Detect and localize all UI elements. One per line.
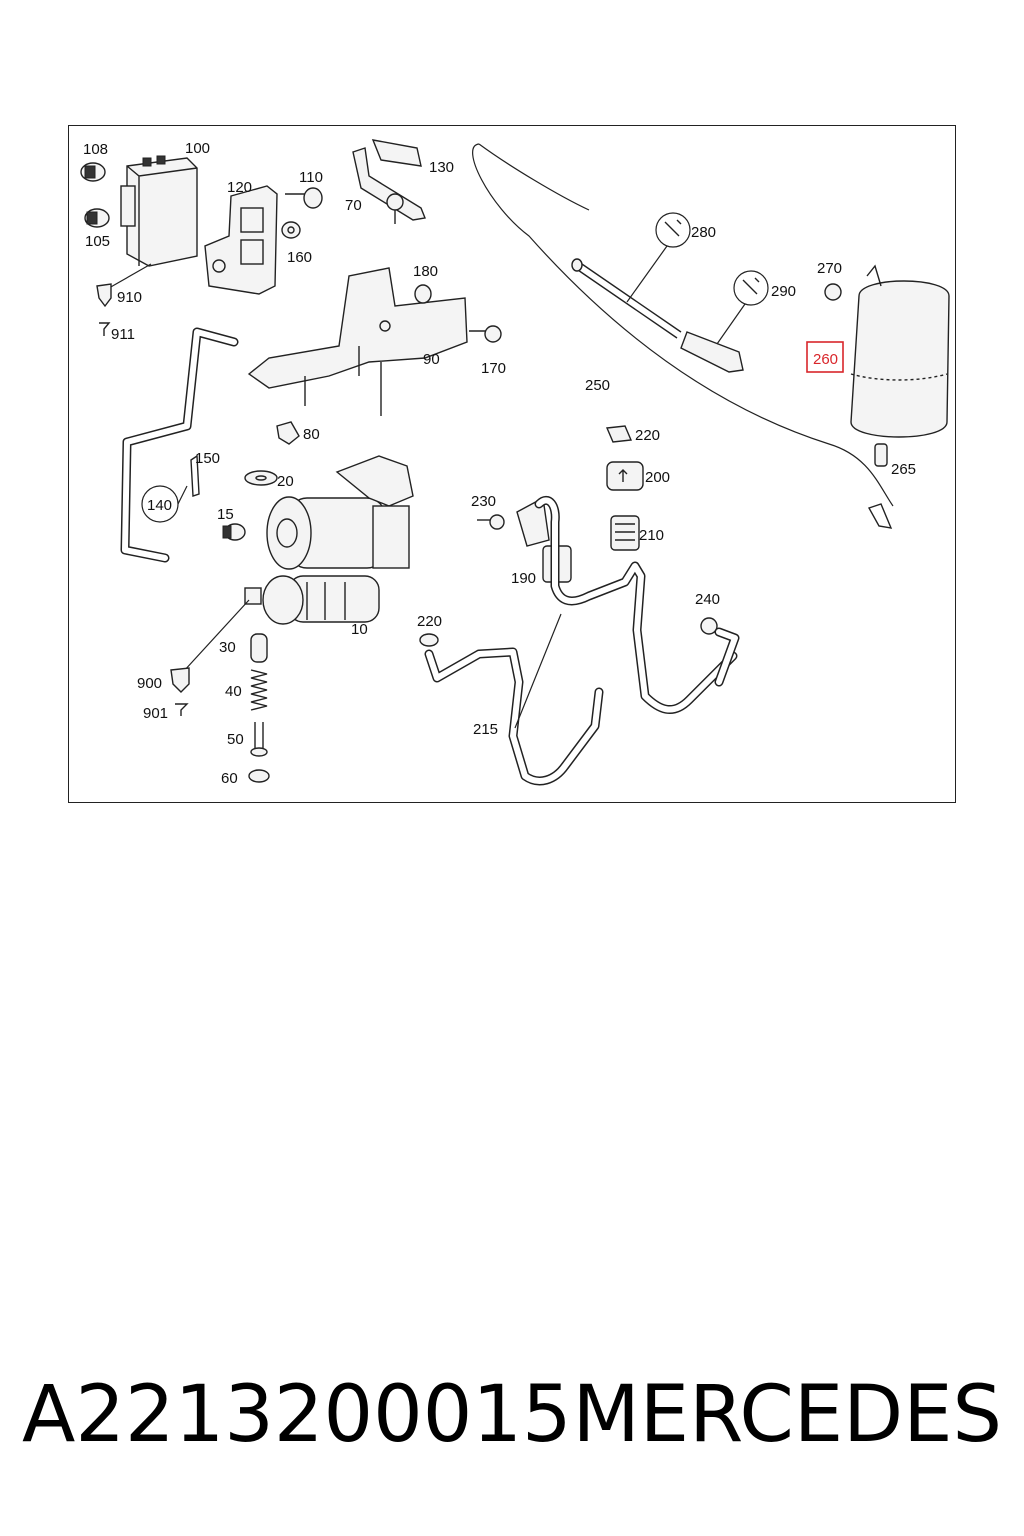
line-250 xyxy=(472,143,894,529)
callout-60: 60 xyxy=(221,770,238,787)
brand-name: MERCEDES xyxy=(572,1370,1003,1460)
diagram-canvas: 108 100 105 910 911 120 110 160 70 130 1… xyxy=(80,139,950,787)
callout-250: 250 xyxy=(585,377,610,394)
callout-220-bottom: 220 xyxy=(417,613,442,630)
callout-15: 15 xyxy=(217,506,234,523)
callout-215: 215 xyxy=(473,721,498,738)
valve-265 xyxy=(874,443,888,467)
clip-911 xyxy=(99,322,111,336)
callout-265: 265 xyxy=(891,461,916,478)
callout-105: 105 xyxy=(85,233,110,250)
callout-100: 100 xyxy=(185,140,210,157)
connector-15 xyxy=(222,523,246,541)
callout-280: 280 xyxy=(691,224,716,241)
bracket-150 xyxy=(190,454,200,497)
pin-50 xyxy=(250,722,268,757)
clip-910 xyxy=(96,283,112,308)
callout-270: 270 xyxy=(817,260,842,277)
callout-160: 160 xyxy=(287,249,312,266)
callout-40: 40 xyxy=(225,683,242,700)
callout-180: 180 xyxy=(413,263,438,280)
callout-80: 80 xyxy=(303,426,320,443)
bolt-170 xyxy=(469,325,502,343)
callout-labels: 108 100 105 910 911 120 110 160 70 130 1… xyxy=(83,140,916,787)
callout-190: 190 xyxy=(511,570,536,587)
callout-20: 20 xyxy=(277,473,294,490)
spring-40 xyxy=(250,669,268,711)
callout-210: 210 xyxy=(639,527,664,544)
callout-110: 110 xyxy=(299,169,323,186)
reservoir-260 xyxy=(850,264,950,438)
fitting-290 xyxy=(680,331,744,373)
wrench-icon-290 xyxy=(733,270,769,306)
callout-108: 108 xyxy=(83,141,108,158)
callout-900: 900 xyxy=(137,675,162,692)
filter-210 xyxy=(610,515,640,551)
callout-911: 911 xyxy=(111,326,135,343)
clip-900 xyxy=(170,667,190,693)
bolt-110 xyxy=(285,187,323,209)
rod-280 xyxy=(571,258,682,339)
callout-150: 150 xyxy=(195,450,220,467)
callout-140: 140 xyxy=(147,497,172,514)
callout-290: 290 xyxy=(771,283,796,300)
sensor-105 xyxy=(84,208,110,228)
control-unit-100 xyxy=(120,155,198,267)
bracket-70 xyxy=(352,147,426,224)
clamp-220-bottom xyxy=(419,633,439,647)
callout-170: 170 xyxy=(481,360,506,377)
clamp-240 xyxy=(700,617,740,687)
callout-120: 120 xyxy=(227,179,252,196)
sensor-108 xyxy=(80,162,106,182)
nut-270 xyxy=(824,283,842,301)
clip-80 xyxy=(276,421,300,445)
callout-10: 10 xyxy=(351,621,368,638)
callout-901: 901 xyxy=(143,705,168,722)
bracket-190 xyxy=(516,496,572,583)
clip-901 xyxy=(175,703,189,716)
parts-diagram: 108 100 105 910 911 120 110 160 70 130 1… xyxy=(68,125,956,803)
pipe-215 xyxy=(424,495,738,786)
bracket-90 xyxy=(247,267,468,416)
valve-30 xyxy=(250,633,268,663)
footer: A2213200015 MERCEDES xyxy=(0,1370,1024,1470)
highlight-box-260 xyxy=(806,341,844,373)
callout-240: 240 xyxy=(695,591,720,608)
callout-30: 30 xyxy=(219,639,236,656)
seal-60 xyxy=(248,769,270,783)
callout-50: 50 xyxy=(227,731,244,748)
clamp-220-top xyxy=(605,425,633,443)
callout-220-top: 220 xyxy=(635,427,660,444)
callout-130: 130 xyxy=(429,159,454,176)
part-number: A2213200015 xyxy=(22,1370,572,1460)
callout-200: 200 xyxy=(645,469,670,486)
callout-260: 260 xyxy=(813,351,838,368)
gasket-120 xyxy=(204,185,278,295)
callout-70: 70 xyxy=(345,197,362,214)
mount-130 xyxy=(371,139,422,167)
nut-180 xyxy=(414,284,432,304)
washer-20 xyxy=(244,470,278,486)
callout-230: 230 xyxy=(471,493,496,510)
callout-910: 910 xyxy=(117,289,142,306)
compressor-10 xyxy=(244,455,414,625)
washer-160 xyxy=(281,221,301,239)
valve-200 xyxy=(606,461,644,491)
air-line xyxy=(120,327,239,563)
bolt-230 xyxy=(477,514,505,530)
wrench-icon-280 xyxy=(655,212,691,248)
callout-90: 90 xyxy=(423,351,440,368)
